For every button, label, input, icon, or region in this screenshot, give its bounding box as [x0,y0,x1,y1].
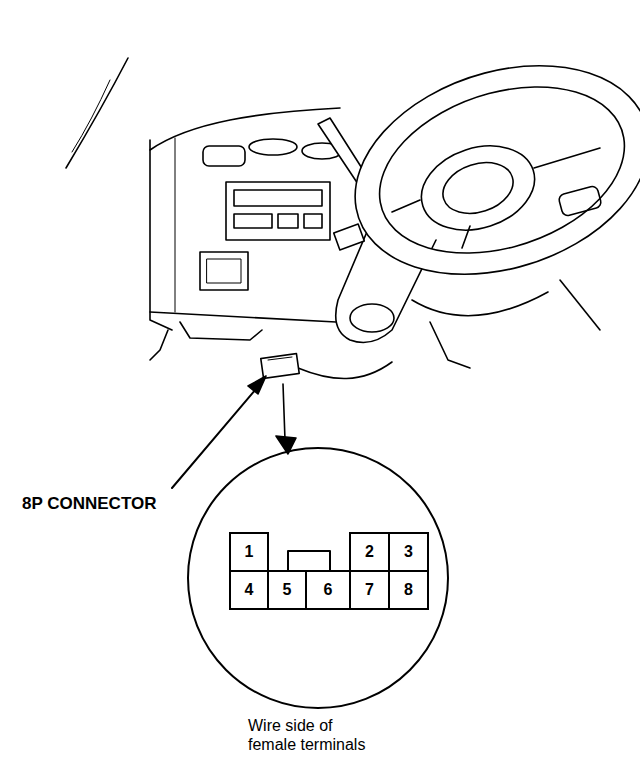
pin-cell: 2 [349,532,390,572]
caption-note: Wire side of female terminals [248,716,380,754]
steering-wheel [355,66,640,274]
pin-number: 5 [283,581,292,599]
zoom-circle [188,448,448,708]
dash-panel-edge [150,140,172,330]
switch [207,259,241,283]
knee-panel [560,280,600,330]
radio-slot [234,190,322,206]
wheel-hub [436,154,519,222]
wire [298,362,392,379]
arrowhead [248,376,266,394]
connector-8p [261,354,299,379]
radio [226,182,330,240]
wheel-button [558,185,602,217]
dash-lower [150,312,336,322]
pin-number: 4 [245,581,254,599]
part-label: 8P CONNECTOR [22,494,156,514]
wheel-spoke [392,148,600,248]
switch [334,224,365,250]
pin-cell: 1 [229,532,269,572]
switch [200,252,248,290]
connector-latch [288,551,330,571]
connector-8p [268,357,292,360]
pin-cell: 3 [388,532,429,572]
pin-cell: 7 [349,570,390,610]
dash-panel-edge [175,138,176,312]
pillar-line [72,80,110,152]
radio-slot [278,214,298,228]
pin-number: 2 [365,543,374,561]
radio-slot [304,214,322,228]
pin-cell: 5 [267,570,307,610]
knee-panel [430,322,470,368]
pin-number: 8 [404,581,413,599]
dash-lower [180,322,262,340]
pin-cell: 8 [388,570,429,610]
steering-column [350,304,394,332]
knee-panel [412,292,548,316]
wheel-hub [410,132,545,244]
pin-number: 3 [404,543,413,561]
pin-number: 1 [245,543,254,561]
pin-number: 7 [365,581,374,599]
radio-slot [234,214,272,228]
zoom-line [283,384,285,440]
vent [203,146,245,166]
pillar-line [66,58,128,168]
dash-lower [150,330,168,360]
pin-cell: 6 [305,570,351,610]
pin-number: 6 [324,581,333,599]
pin-cell: 4 [229,570,269,610]
leader-line [172,382,262,488]
vent [249,139,297,155]
